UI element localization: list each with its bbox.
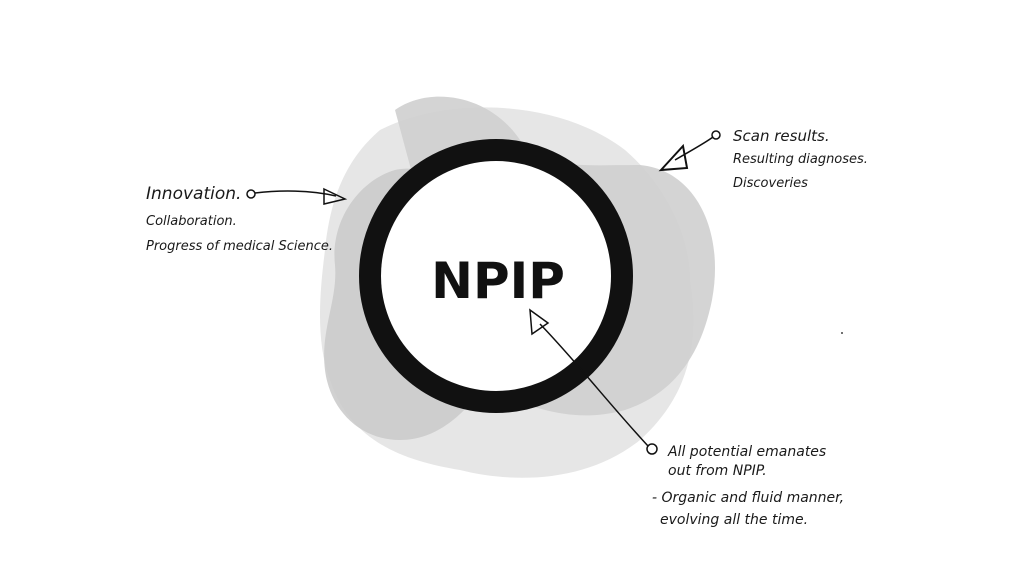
right-note-line-1: Scan results. — [733, 127, 830, 145]
left-note-line-2: Collaboration. — [146, 214, 237, 229]
bottom-note-line-4: evolving all the time. — [660, 512, 808, 528]
right-note-line-3: Discoveries — [733, 176, 808, 191]
bottom-note-line-1: All potential emanates — [667, 444, 826, 460]
right-top-annotation: Scan results. Resulting diagnoses. Disco… — [658, 127, 868, 191]
left-note-line-1: Innovation. — [146, 184, 241, 204]
bottom-annotation: All potential emanates out from NPIP. - … — [529, 308, 844, 528]
bottom-arrow-origin-dot — [646, 443, 658, 455]
hub-ring-group — [359, 139, 633, 413]
left-annotation: Innovation. Collaboration. Progress of m… — [146, 184, 348, 254]
hub-label: NPIP — [431, 252, 565, 310]
right-arrow-origin-dot — [711, 130, 721, 140]
stray-ink-dot — [841, 332, 843, 334]
right-arrowhead — [658, 143, 689, 172]
bottom-note-line-2: out from NPIP. — [668, 463, 767, 479]
left-arrowhead — [323, 187, 348, 205]
bottom-arrow-line — [539, 323, 649, 447]
hub-ring — [359, 139, 633, 413]
left-arrow-origin-dot — [246, 189, 256, 199]
left-note-line-3: Progress of medical Science. — [146, 239, 333, 254]
right-arrow-line — [674, 136, 714, 161]
right-note-line-2: Resulting diagnoses. — [733, 152, 868, 167]
bottom-arrowhead — [529, 308, 550, 336]
left-arrow-line — [254, 190, 337, 197]
bottom-note-line-3: - Organic and fluid manner, — [652, 490, 844, 506]
